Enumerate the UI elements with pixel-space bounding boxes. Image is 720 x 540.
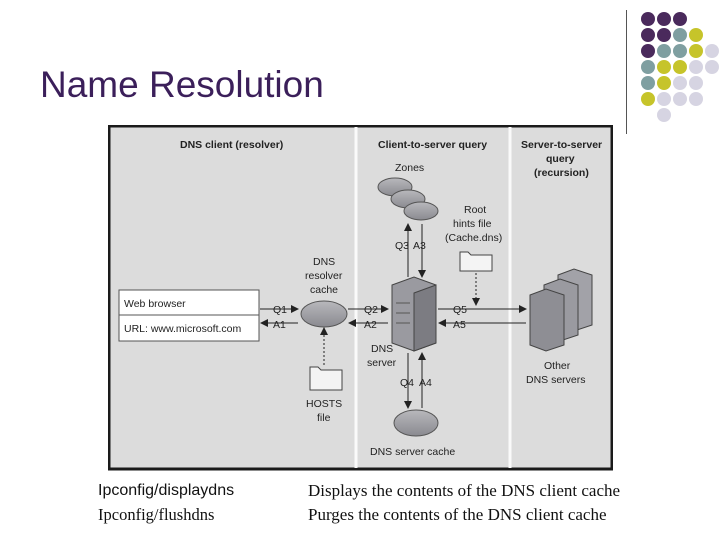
dot-purple bbox=[657, 12, 671, 26]
dot-lavender bbox=[673, 76, 687, 90]
other-servers-label-2: DNS servers bbox=[526, 374, 586, 386]
step-a3: A3 bbox=[413, 240, 426, 252]
dot-teal bbox=[673, 28, 687, 42]
header-dns-client: DNS client (resolver) bbox=[180, 139, 283, 151]
header-server-to-server-3: (recursion) bbox=[534, 167, 589, 179]
folder-icon bbox=[459, 251, 493, 272]
dot-lavender bbox=[689, 60, 703, 74]
dot-teal bbox=[657, 44, 671, 58]
dot-lavender bbox=[657, 108, 671, 122]
dot-lavender bbox=[689, 76, 703, 90]
step-a2: A2 bbox=[364, 319, 377, 331]
dot-purple bbox=[673, 12, 687, 26]
dot-olive bbox=[689, 28, 703, 42]
dot-olive bbox=[641, 92, 655, 106]
divider-line bbox=[626, 10, 627, 134]
resolver-cache-label-3: cache bbox=[310, 284, 338, 296]
dns-server-label-2: server bbox=[367, 357, 397, 369]
step-q4: Q4 bbox=[400, 377, 414, 389]
root-hints-label-2: hints file bbox=[453, 218, 492, 230]
dot-lavender bbox=[657, 92, 671, 106]
browser-url: URL: www.microsoft.com bbox=[124, 323, 242, 335]
hosts-folder-icon bbox=[309, 366, 343, 391]
command-displaydns-description: Displays the contents of the DNS client … bbox=[308, 481, 621, 500]
hosts-label-1: HOSTS bbox=[306, 398, 342, 410]
command-displaydns: Ipconfig/displaydns bbox=[98, 482, 235, 499]
header-server-to-server-2: query bbox=[546, 153, 575, 165]
slide-title: Name Resolution bbox=[40, 64, 324, 105]
step-a5: A5 bbox=[453, 319, 466, 331]
root-hints-label-1: Root bbox=[464, 204, 486, 216]
hosts-label-2: file bbox=[317, 412, 331, 424]
other-dns-servers-icon bbox=[529, 268, 593, 352]
resolver-cache-label-2: resolver bbox=[305, 270, 343, 282]
dns-server-label-1: DNS bbox=[371, 343, 393, 355]
other-servers-label-1: Other bbox=[544, 360, 571, 372]
resolver-cache-label-1: DNS bbox=[313, 256, 335, 268]
dns-resolution-diagram: DNS client (resolver) Client-to-server q… bbox=[108, 125, 613, 471]
step-q5: Q5 bbox=[453, 304, 467, 316]
command-flushdns: Ipconfig/flushdns bbox=[98, 505, 215, 524]
web-browser-box: Web browser URL: www.microsoft.com bbox=[118, 289, 260, 342]
dot-olive bbox=[657, 60, 671, 74]
command-flushdns-description: Purges the contents of the DNS client ca… bbox=[308, 505, 607, 524]
header-client-to-server: Client-to-server query bbox=[378, 139, 487, 151]
header-server-to-server-1: Server-to-server bbox=[521, 139, 602, 151]
step-q3: Q3 bbox=[395, 240, 409, 252]
dot-lavender bbox=[673, 92, 687, 106]
dot-purple bbox=[641, 28, 655, 42]
resolver-cache-database-icon bbox=[300, 300, 348, 328]
dot-lavender bbox=[705, 44, 719, 58]
zones-database-icon bbox=[377, 177, 439, 221]
step-a1: A1 bbox=[273, 319, 286, 331]
dns-server-icon bbox=[391, 276, 437, 352]
zones-label: Zones bbox=[395, 162, 424, 174]
step-a4: A4 bbox=[419, 377, 432, 389]
dot-olive bbox=[689, 44, 703, 58]
root-hints-label-3: (Cache.dns) bbox=[445, 232, 502, 244]
dot-purple bbox=[641, 12, 655, 26]
dot-lavender bbox=[705, 60, 719, 74]
dot-teal bbox=[673, 44, 687, 58]
step-q1: Q1 bbox=[273, 304, 287, 316]
web-browser-title: Web browser bbox=[124, 298, 186, 310]
server-cache-label: DNS server cache bbox=[370, 446, 455, 458]
dot-teal bbox=[641, 60, 655, 74]
server-cache-database-icon bbox=[393, 409, 439, 437]
dot-lavender bbox=[689, 92, 703, 106]
dot-purple bbox=[657, 28, 671, 42]
step-q2: Q2 bbox=[364, 304, 378, 316]
dot-purple bbox=[641, 44, 655, 58]
dot-olive bbox=[673, 60, 687, 74]
dot-olive bbox=[657, 76, 671, 90]
dot-teal bbox=[641, 76, 655, 90]
